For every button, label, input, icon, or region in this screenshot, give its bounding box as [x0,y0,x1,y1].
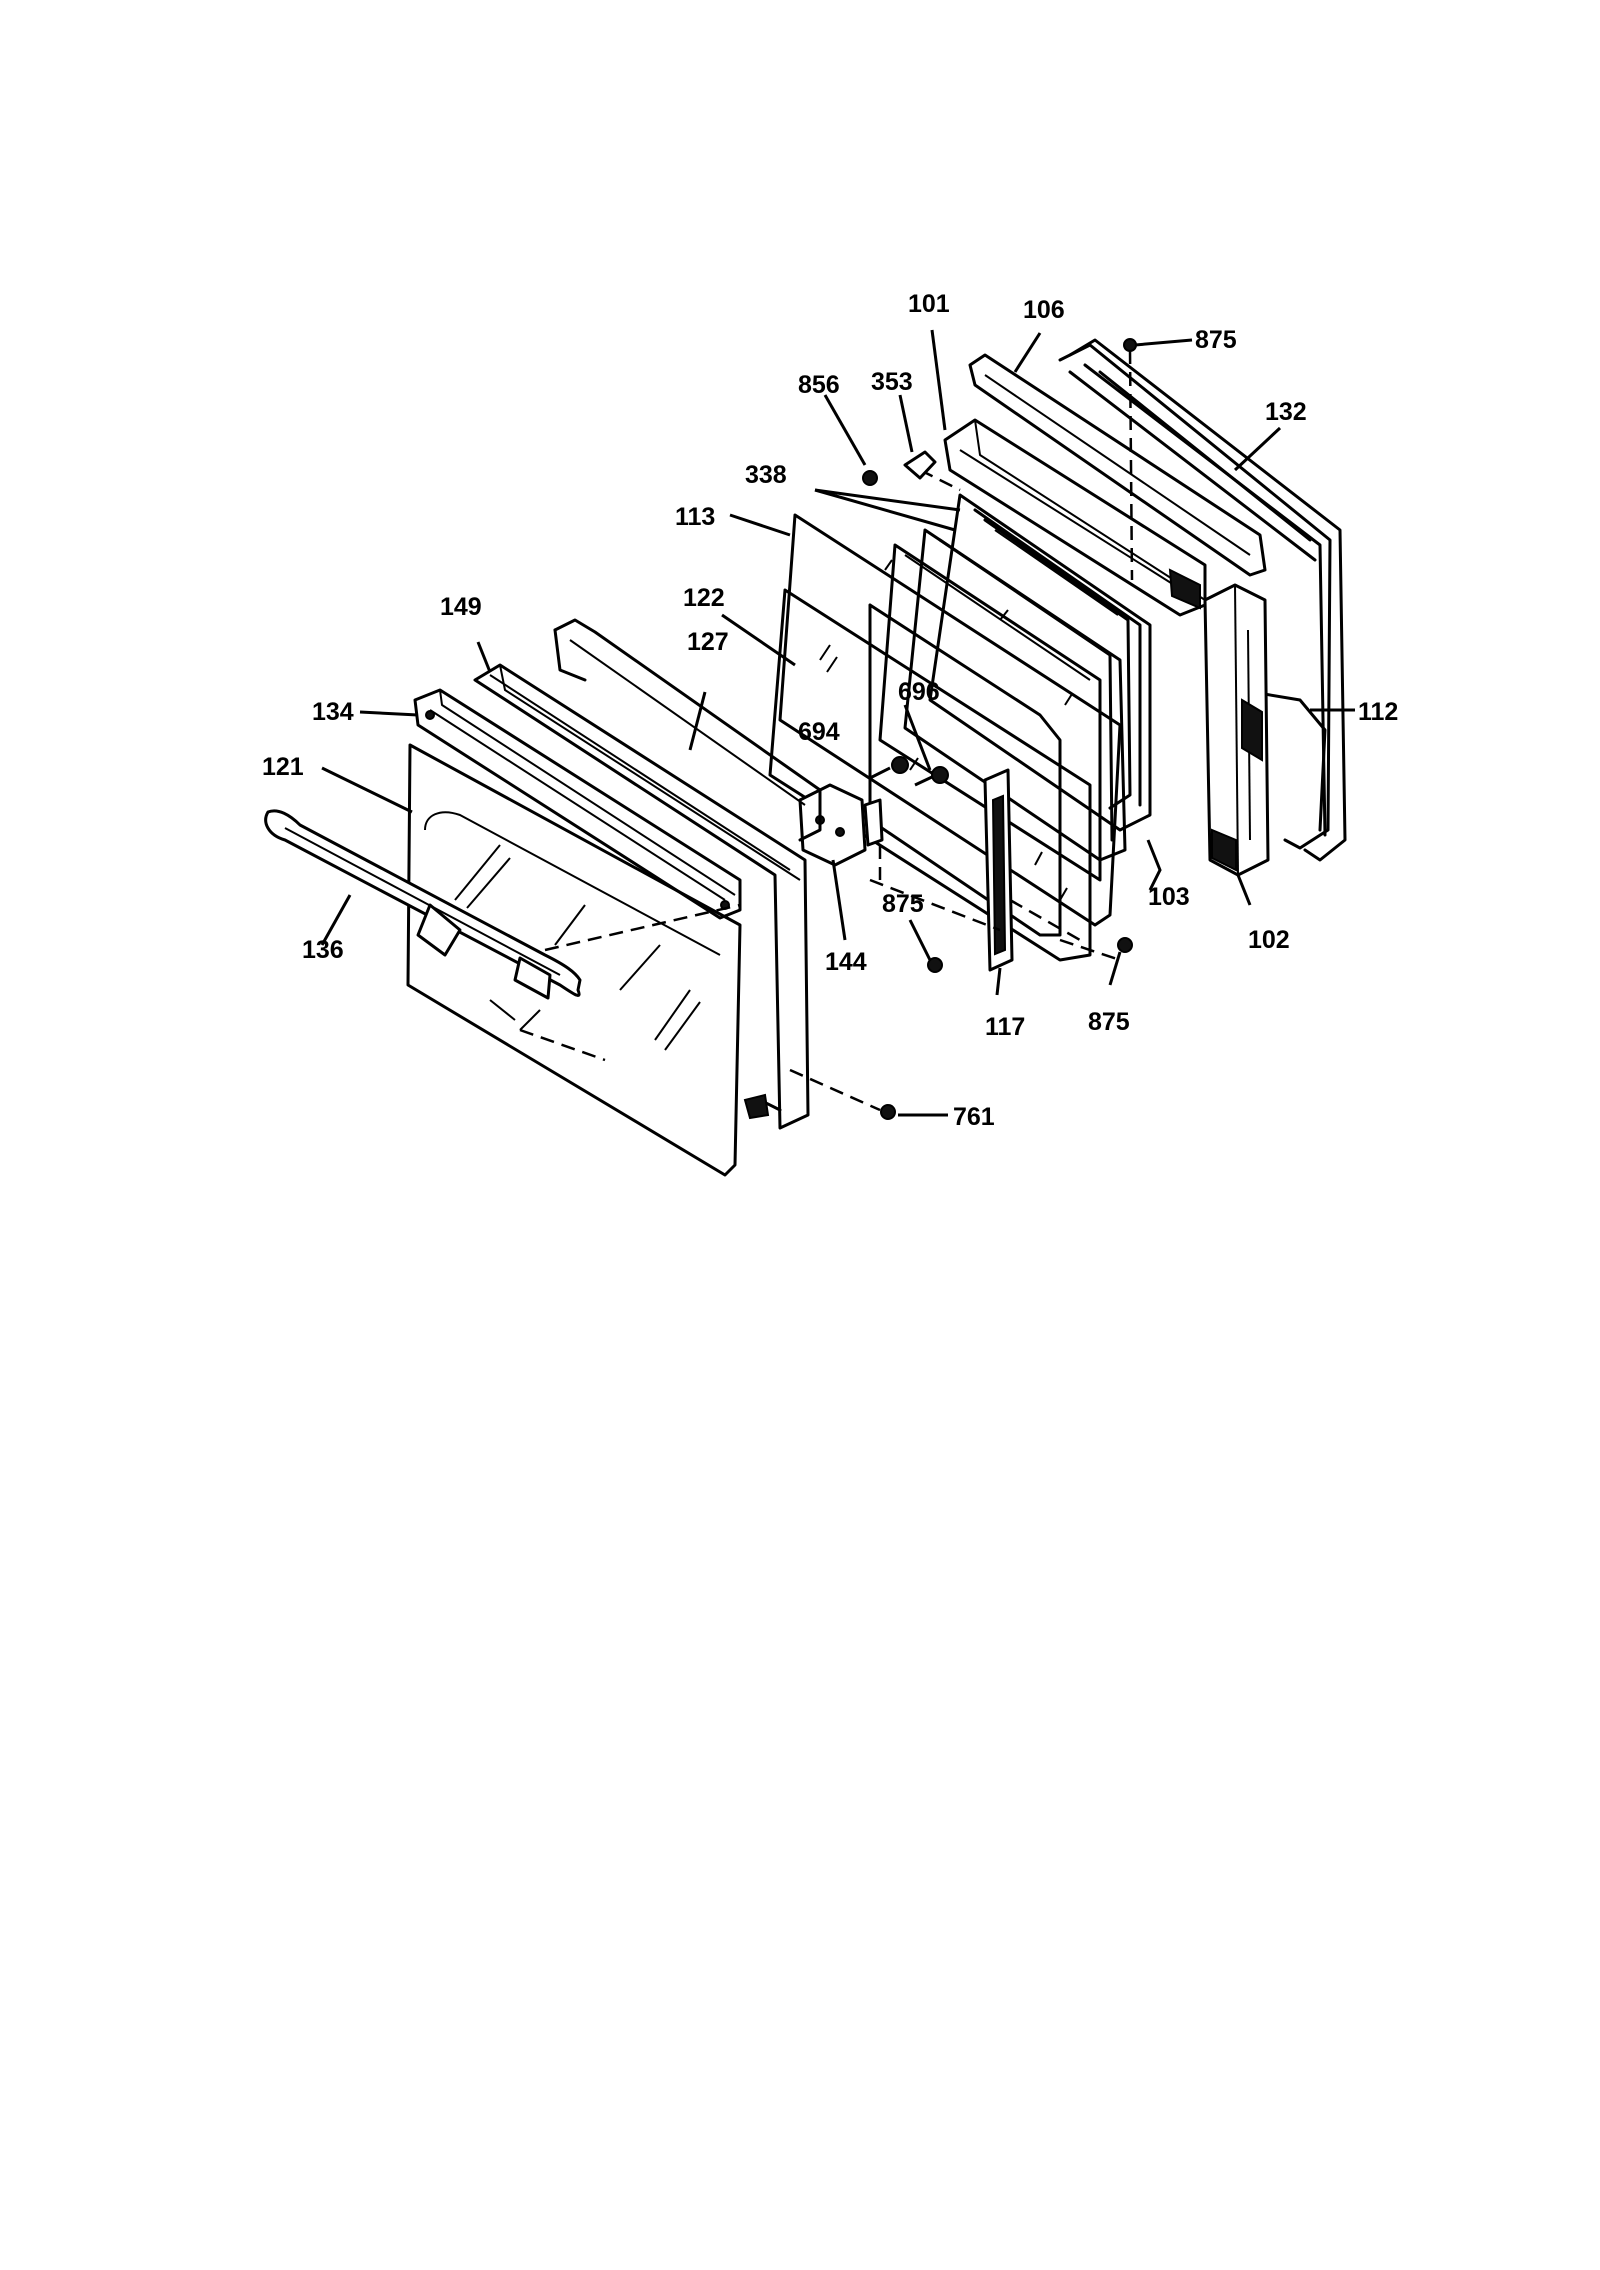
callout-338: 338 [745,461,787,489]
door-liner-127 [553,618,822,842]
hinge-bracket-117 [983,768,1014,972]
side-channel-102 [1203,583,1270,877]
screw-694 [869,756,909,780]
callout-144: 144 [825,948,867,976]
screw-761 [880,1104,896,1120]
alignment-lines [519,349,1134,1112]
callout-134: 134 [312,698,354,726]
clip-353 [903,450,937,480]
leader-lines [320,329,1355,1117]
vent-trim-149 [473,663,810,1130]
callout-696: 696 [898,678,940,706]
screw-856 [862,470,878,486]
callout-113: 113 [675,503,715,531]
top-vent-134 [413,688,742,920]
callout-353: 353 [871,368,913,396]
callout-761: 761 [953,1103,995,1131]
door-handle-136 [264,809,582,1000]
callout-875-right: 875 [1088,1008,1130,1036]
callout-694: 694 [798,718,840,746]
rear-door-frame-112 [1068,338,1347,862]
top-trim-106 [968,353,1267,577]
callout-101: 101 [908,290,950,318]
screw-875-right [1117,937,1133,953]
callout-117: 117 [985,1013,1025,1041]
callout-149: 149 [440,593,482,621]
screw-875-left [927,957,943,973]
callout-875-left: 875 [882,890,924,918]
screw-696 [914,766,949,787]
callout-875-top: 875 [1195,326,1237,354]
callout-127: 127 [687,628,729,656]
callout-102: 102 [1248,926,1290,954]
callout-121: 121 [262,753,304,781]
inner-glass-113 [778,513,1122,927]
inner-glass-panel [878,543,1102,882]
callout-136: 136 [302,936,344,964]
outer-door-glass-121 [406,743,742,1177]
callout-856: 856 [798,371,840,399]
callout-106: 106 [1023,296,1065,324]
callout-labels: 101 106 875 856 353 132 338 113 149 122 … [262,290,1398,1131]
callout-122: 122 [683,584,725,612]
callout-112: 112 [1358,698,1398,726]
callout-103: 103 [1148,883,1190,911]
top-channel-101 [943,418,1207,617]
callout-132: 132 [1265,398,1307,426]
insulation-panel-103 [928,493,1152,832]
bracket-144 [798,783,884,867]
screw-875-top [1123,338,1137,352]
door-gasket-132 [1058,343,1332,850]
